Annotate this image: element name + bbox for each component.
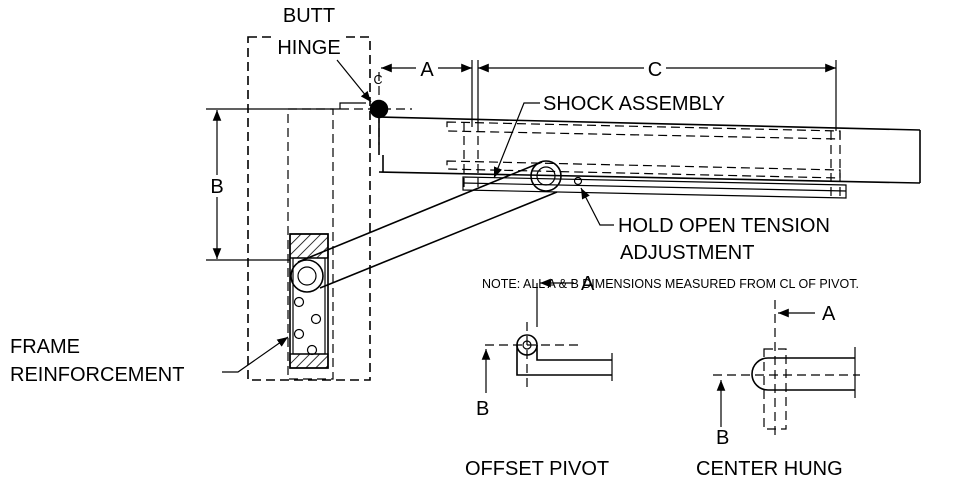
frame-reinforcement-leader — [222, 336, 289, 373]
dimension-b-label: B — [210, 176, 223, 198]
offset-pivot-detail — [481, 278, 613, 393]
shock-assembly-body — [446, 121, 841, 196]
reinforcement-holes — [293, 296, 322, 356]
closer-arm — [290, 160, 562, 293]
hold-open-label-line2: ADJUSTMENT — [620, 242, 754, 264]
butt-hinge-outline — [247, 36, 371, 381]
offset-pivot-b-label: B — [476, 398, 489, 420]
door-panel — [377, 116, 921, 184]
hinge-label: HINGE — [277, 37, 340, 59]
centerline-symbol: C — [373, 73, 382, 87]
dimension-a-label: A — [420, 59, 434, 81]
butt-label: BUTT — [283, 5, 335, 27]
butt-hinge-leader — [336, 59, 372, 103]
center-hung-a-label: A — [822, 303, 836, 325]
center-hung-b-label: B — [716, 427, 729, 449]
hold-open-leader — [580, 187, 614, 226]
frame-label-line1: FRAME — [10, 336, 80, 358]
center-hung-detail — [713, 300, 860, 437]
frame-reinforcement-plate — [289, 233, 329, 369]
dimension-note: NOTE: ALL A & B DIMENSIONS MEASURED FROM… — [482, 277, 859, 291]
closer-track — [462, 176, 847, 199]
hold-open-label-line1: HOLD OPEN TENSION — [618, 215, 830, 237]
dimension-c-label: C — [648, 59, 662, 81]
pivot-point — [369, 99, 389, 119]
frame-label-line2: REINFORCEMENT — [10, 364, 184, 386]
offset-pivot-a-label: A — [581, 273, 595, 295]
shock-assembly-leader — [493, 102, 540, 179]
offset-pivot-title: OFFSET PIVOT — [465, 458, 609, 480]
center-hung-title: CENTER HUNG — [696, 458, 843, 480]
shock-assembly-label: SHOCK ASSEMBLY — [543, 93, 725, 115]
